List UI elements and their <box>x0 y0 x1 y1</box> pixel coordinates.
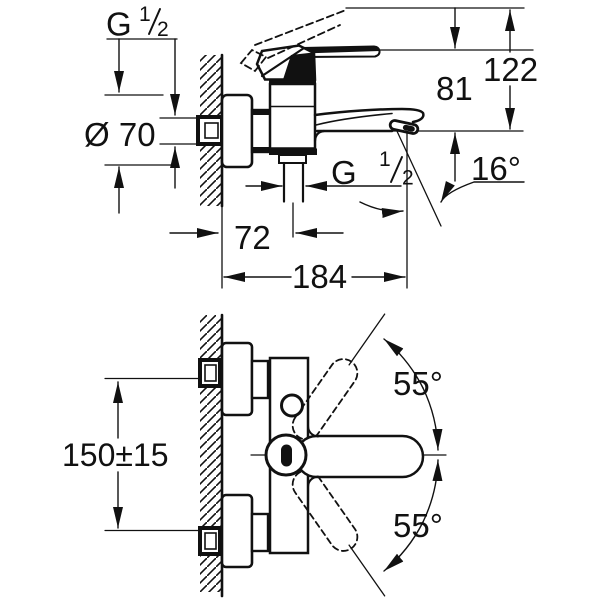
union-nut-top-edge <box>252 110 273 115</box>
label-wall-thread-denominator: 2 <box>157 18 169 41</box>
wall-union-fitting-inner <box>204 122 219 139</box>
upper-swing-axis-line <box>348 313 386 366</box>
upper-escutcheon <box>220 341 254 417</box>
upper-union <box>198 341 270 417</box>
label-outlet-to-lever-height: 81 <box>436 70 473 107</box>
handle-fillet-bottom <box>307 475 319 488</box>
spout <box>313 107 425 143</box>
label-wall-to-outlet: 72 <box>234 219 271 256</box>
lower-arc-lower-half <box>383 521 424 572</box>
lower-arc-upper-half <box>422 459 443 523</box>
water-stream-line <box>395 128 442 227</box>
outlet-collar <box>278 154 307 164</box>
lower-union-nut <box>250 512 270 553</box>
side-view-dimension-texts: G 1 2 Ø 70 122 81 16° G 1 2 72 184 <box>84 3 538 295</box>
lower-swing-axis-line <box>348 544 386 597</box>
label-swing-upper: 55° <box>393 365 443 402</box>
outlet-thread-fraction-slash <box>390 156 403 183</box>
cartridge-ring <box>269 78 316 84</box>
label-outlet-thread-denominator: 2 <box>402 167 414 190</box>
label-outlet-thread-base: G <box>331 154 357 191</box>
label-wall-thread-base: G <box>106 6 132 43</box>
spout-top-outline <box>313 107 425 124</box>
lever-cap-shading <box>283 52 315 80</box>
label-connection-spacing: 150±15 <box>62 437 169 473</box>
phantom-blade-upper <box>254 9 347 46</box>
spout-inner-line <box>315 112 393 126</box>
side-view: G 1 2 Ø 70 122 81 16° G 1 2 72 184 <box>84 3 538 295</box>
aerator-icon <box>388 119 420 135</box>
plan-view-dimension-texts: 150±15 55° 55° <box>62 365 443 544</box>
upper-arc-lower-half <box>422 387 443 451</box>
handle-plan <box>294 434 425 479</box>
lower-escutcheon <box>220 493 254 569</box>
upper-union-nut <box>250 359 270 400</box>
label-swing-lower: 55° <box>393 507 443 544</box>
body-bottom-edge <box>269 148 317 155</box>
lower-union <box>198 493 270 569</box>
union-nut-bottom-edge <box>252 147 273 152</box>
label-spout-angle: 16° <box>471 150 521 187</box>
label-total-height: 122 <box>483 51 538 88</box>
plan-view: 150±15 55° 55° <box>62 313 447 598</box>
escutcheon <box>220 93 254 169</box>
lever-slot <box>281 444 292 467</box>
lever-blade-dark-band <box>303 46 380 54</box>
spout-fillet <box>313 129 326 143</box>
phantom-cap <box>239 48 268 73</box>
phantom-handle-upper <box>291 313 386 441</box>
diverter-knob <box>280 393 304 418</box>
handle-open-position-dashed <box>239 9 347 73</box>
wall-thread-fraction-slash <box>148 8 161 35</box>
label-outlet-thread-numerator: 1 <box>379 148 391 171</box>
dim-16deg-arc <box>359 201 404 218</box>
side-view-dimension-lines <box>114 7 525 282</box>
lower-wall-fitting-inner <box>204 532 217 550</box>
faucet-body <box>268 82 317 150</box>
handle-fillet-top <box>307 425 319 438</box>
lever-cap-seam <box>260 46 306 78</box>
phantom-blade-lower <box>267 24 341 59</box>
label-wall-to-spout-tip: 184 <box>292 258 347 295</box>
upper-wall-fitting-inner <box>204 364 217 382</box>
label-escutcheon-diameter: Ø 70 <box>84 116 156 153</box>
lever-handle <box>255 44 381 81</box>
swing-arcs <box>383 338 443 572</box>
dim-16deg-leader <box>440 180 525 203</box>
upper-arc-upper-half <box>383 338 424 389</box>
phantom-handle-lower <box>291 469 386 597</box>
label-wall-thread-numerator: 1 <box>139 3 151 26</box>
